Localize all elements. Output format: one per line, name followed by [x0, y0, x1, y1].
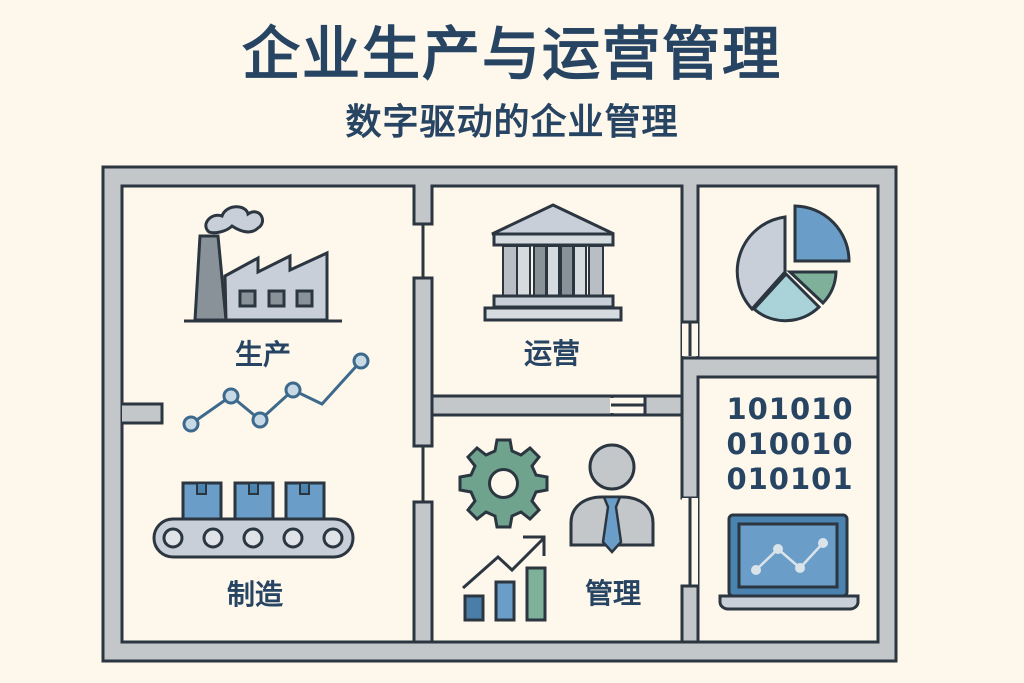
walls: [101, 165, 898, 663]
binary-line: 010010: [726, 427, 854, 461]
room-label-production: 生产: [234, 338, 291, 371]
binary-line: 101010: [726, 392, 854, 426]
line-chart-icon: [182, 352, 370, 433]
binary-code-block: 101010 010010 010101: [720, 392, 860, 497]
page-title: 企业生产与运营管理: [241, 20, 782, 88]
room-label-manufacturing: 制造: [226, 578, 283, 611]
page-subtitle: 数字驱动的企业管理: [345, 102, 679, 143]
pie-chart-icon: [735, 204, 851, 323]
room-label-management: 管理: [584, 577, 641, 610]
bank-building-icon: [483, 203, 623, 322]
gear-icon: [458, 438, 549, 529]
factory-icon: [184, 205, 342, 323]
conveyor-belt-icon: [152, 481, 355, 559]
laptop-chart-icon: [718, 513, 860, 611]
binary-line: 010101: [726, 462, 854, 496]
room-label-operations: 运营: [523, 337, 580, 370]
businessman-icon: [569, 443, 655, 554]
bar-chart-growth-icon: [462, 535, 547, 622]
